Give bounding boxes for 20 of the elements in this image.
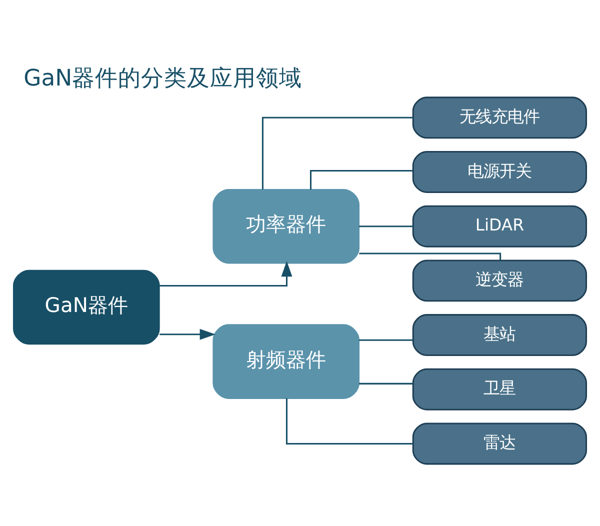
- node-box: 卫星: [412, 368, 587, 410]
- arrow: [159, 261, 292, 286]
- connector: [262, 116, 413, 190]
- node-box: 逆变器: [412, 260, 587, 302]
- node-box: 电源开关: [412, 151, 587, 193]
- node-box: GaN器件: [13, 270, 160, 345]
- connector: [286, 398, 414, 444]
- node-box: 射频器件: [212, 324, 360, 399]
- connector: [359, 339, 414, 341]
- node-box: 功率器件: [212, 188, 360, 264]
- connector: [359, 252, 502, 260]
- connector: [359, 382, 414, 384]
- node-box: 基站: [412, 314, 587, 356]
- connector: [359, 226, 414, 228]
- arrow: [160, 328, 216, 340]
- connector: [310, 170, 413, 190]
- diagram-title: GaN器件的分类及应用领域: [24, 65, 302, 92]
- node-box: 无线充电件: [412, 96, 587, 139]
- node-box: 雷达: [412, 422, 587, 465]
- node-box: LiDAR: [412, 205, 587, 248]
